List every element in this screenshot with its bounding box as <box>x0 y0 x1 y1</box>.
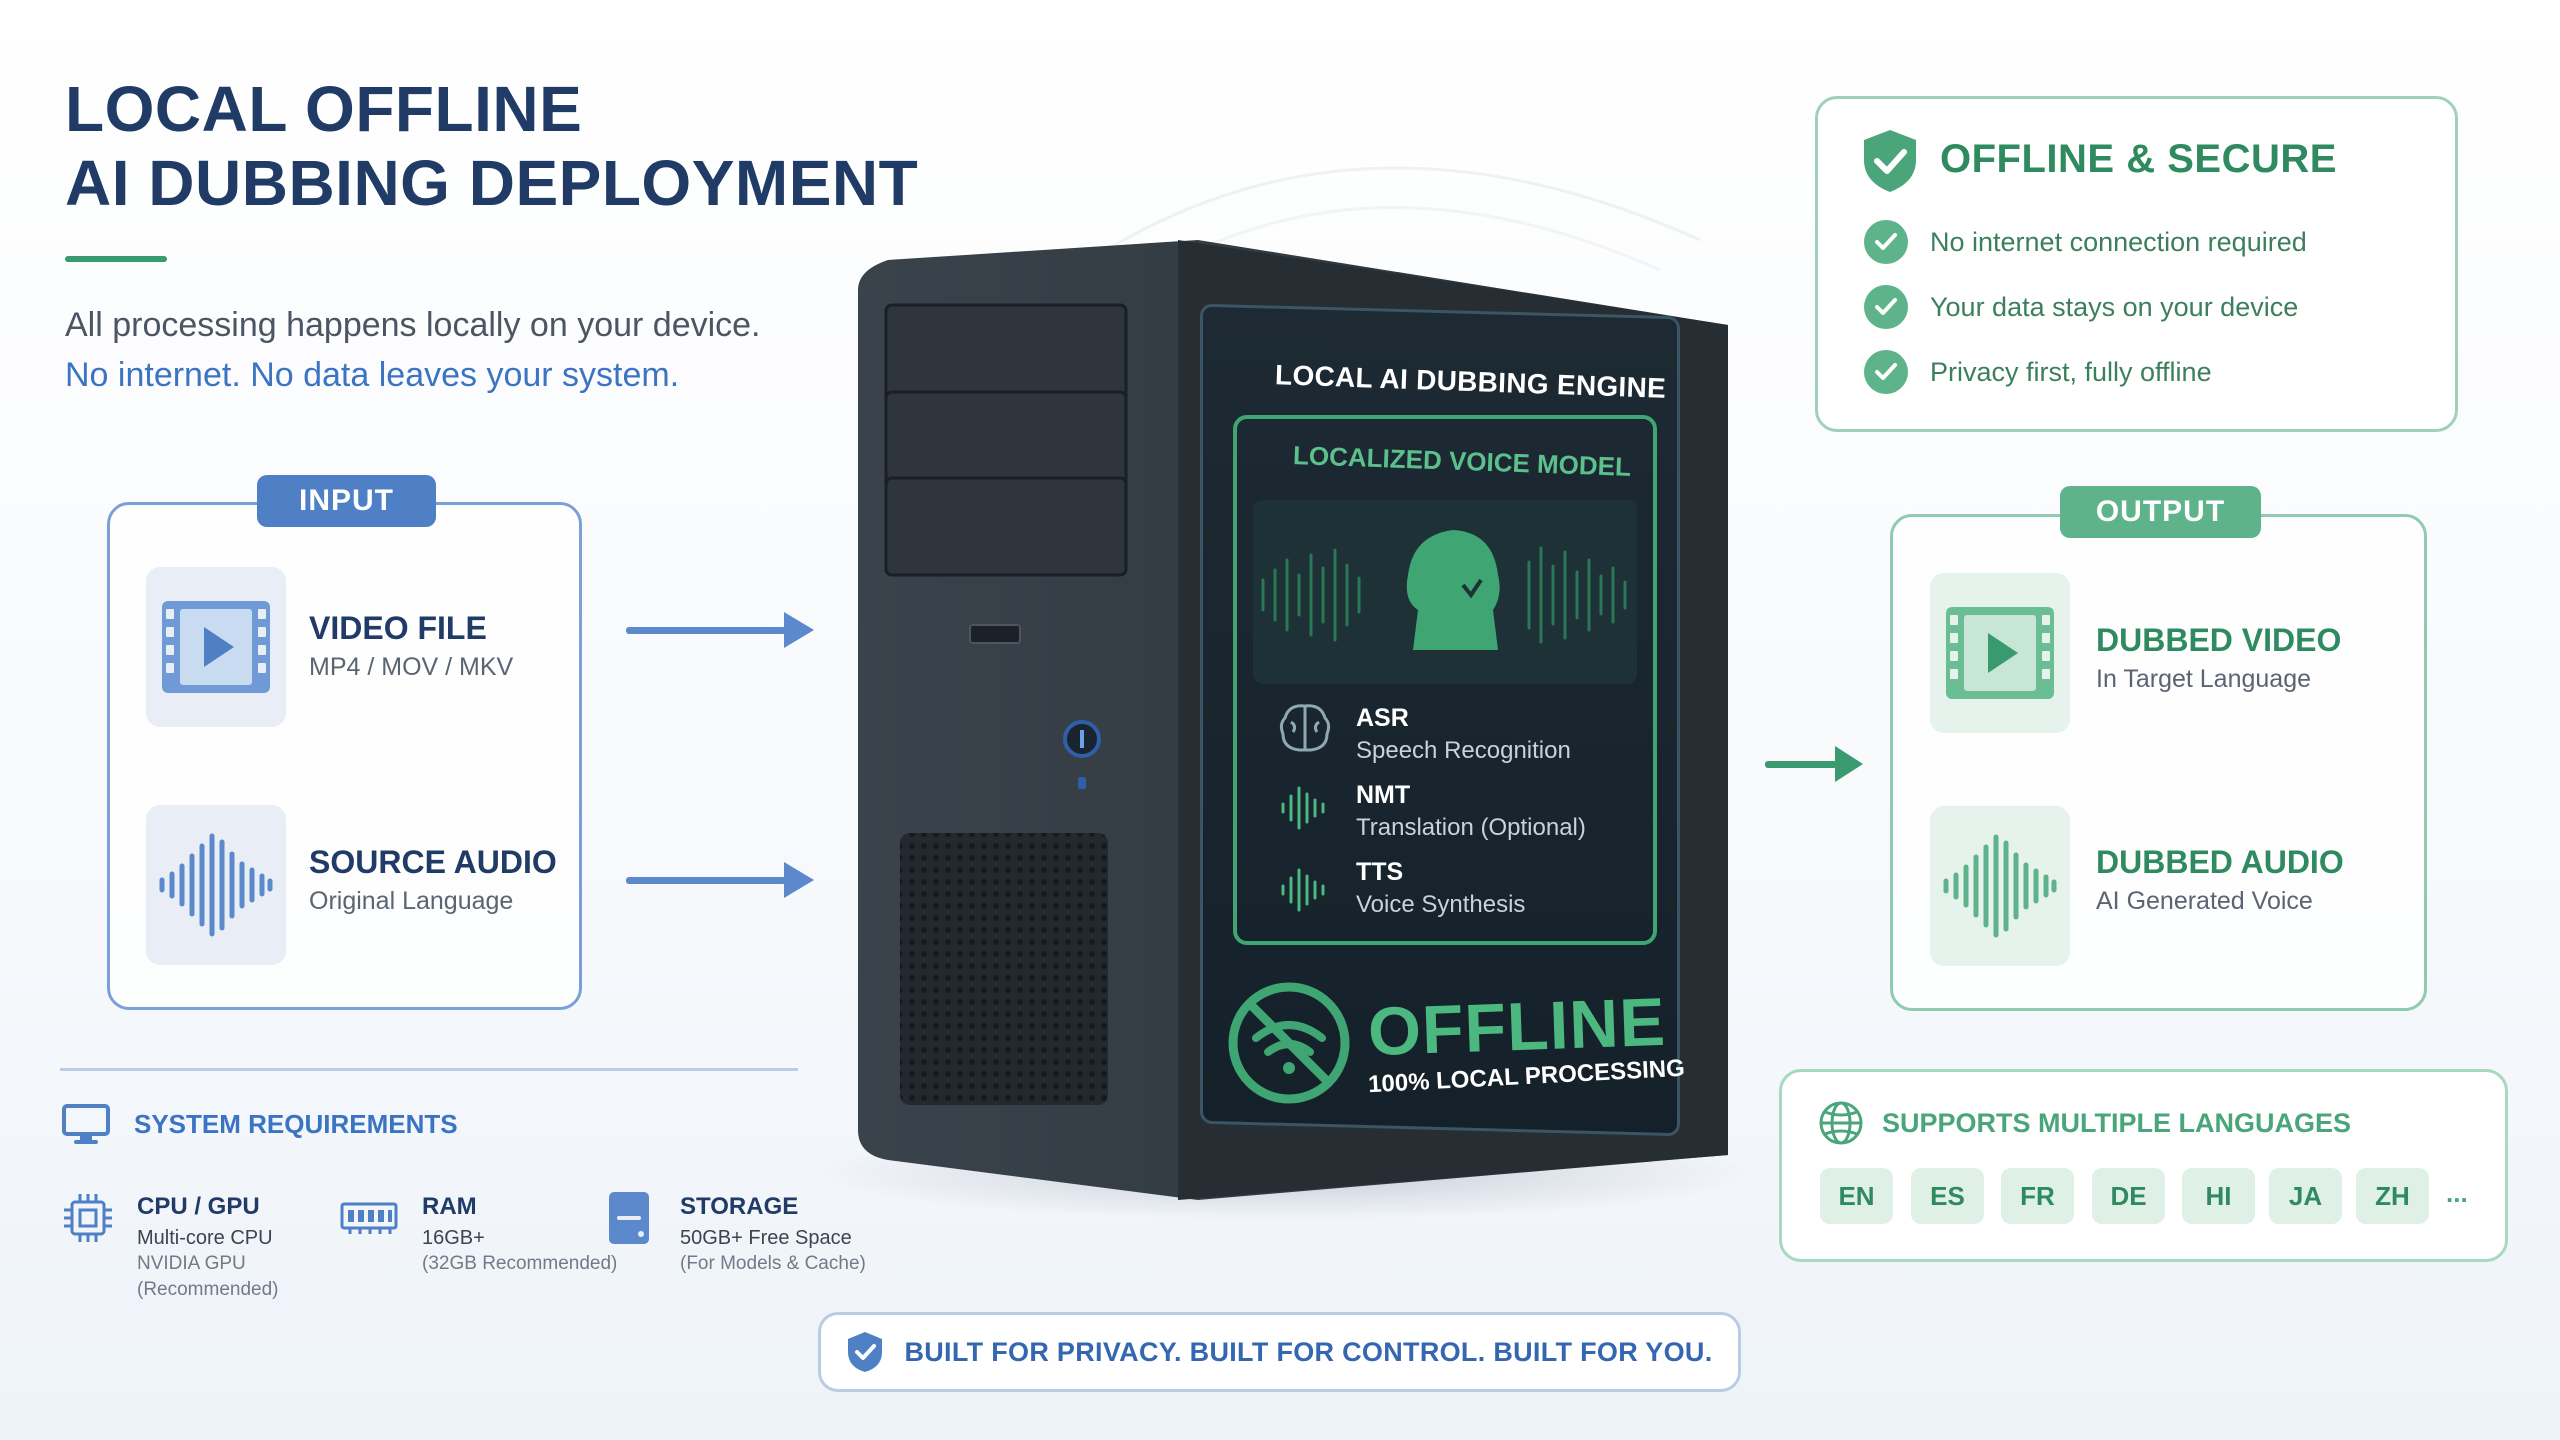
privacy-banner: BUILT FOR PRIVACY. BUILT FOR CONTROL. BU… <box>818 1312 1741 1392</box>
source-audio-sub: Original Language <box>309 887 514 915</box>
nmt-sub: Translation (Optional) <box>1356 814 1586 841</box>
brain-icon <box>1277 700 1333 761</box>
tts-title: TTS <box>1356 858 1404 886</box>
dubbed-video-title: DUBBED VIDEO <box>2096 622 2342 658</box>
title-line-2: AI DUBBING DEPLOYMENT <box>65 147 919 219</box>
req-ram: RAM 16GB+ (32GB Recommended) <box>422 1193 617 1277</box>
arrow-head-icon <box>784 612 814 648</box>
nmt-title: NMT <box>1356 781 1411 809</box>
tts-step: TTS Voice Synthesis <box>1356 858 1525 919</box>
asr-sub: Speech Recognition <box>1356 737 1571 764</box>
languages-panel <box>1779 1069 2508 1262</box>
offline-secure-title: OFFLINE & SECURE <box>1940 137 2337 181</box>
page-title: LOCAL OFFLINE AI DUBBING DEPLOYMENT <box>65 72 918 220</box>
arrow-engine-to-output <box>1765 761 1837 768</box>
arrow-audio-to-engine <box>626 877 786 884</box>
output-label: OUTPUT <box>2060 486 2261 538</box>
wave-icon <box>1277 780 1333 841</box>
asr-title: ASR <box>1356 704 1409 732</box>
shield-check-icon <box>848 1332 883 1372</box>
check-icon <box>1864 285 1908 329</box>
nmt-step: NMT Translation (Optional) <box>1356 781 1586 842</box>
secure-item-text: No internet connection required <box>1930 226 2307 257</box>
req-ram-line1: 16GB+ <box>422 1227 485 1249</box>
req-storage-title: STORAGE <box>680 1193 799 1220</box>
languages-title: SUPPORTS MULTIPLE LANGUAGES <box>1882 1108 2352 1138</box>
shield-check-icon <box>1862 128 1918 199</box>
subtitle-line-2: No internet. No data leaves your system. <box>65 356 680 394</box>
secure-item-text: Privacy first, fully offline <box>1930 356 2212 387</box>
audio-wave-icon <box>146 805 286 965</box>
cpu-icon <box>60 1190 116 1251</box>
storage-icon <box>607 1190 651 1251</box>
video-file-text: VIDEO FILE MP4 / MOV / MKV <box>309 610 513 682</box>
language-chip: JA <box>2269 1168 2342 1224</box>
ram-icon <box>340 1198 398 1243</box>
more-languages: ... <box>2446 1178 2468 1208</box>
globe-icon <box>1818 1100 1864 1151</box>
req-cpu-title: CPU / GPU <box>137 1193 260 1220</box>
language-chip: DE <box>2092 1168 2165 1224</box>
language-chip: ES <box>1911 1168 1984 1224</box>
requirements-title: SYSTEM REQUIREMENTS <box>134 1109 458 1139</box>
req-cpu-line3: (Recommended) <box>137 1279 279 1300</box>
arrow-head-icon <box>784 862 814 898</box>
voice-model-visual <box>1253 500 1637 684</box>
asr-step: ASR Speech Recognition <box>1356 704 1571 765</box>
dubbed-video-text: DUBBED VIDEO In Target Language <box>2096 622 2341 694</box>
language-chip: FR <box>2001 1168 2074 1224</box>
audio-wave-icon <box>1930 806 2070 966</box>
secure-item: Privacy first, fully offline <box>1864 350 2212 394</box>
offline-secure-panel <box>1815 96 2458 432</box>
dubbed-video-sub: In Target Language <box>2096 665 2312 693</box>
title-line-1: LOCAL OFFLINE <box>65 73 583 145</box>
no-wifi-icon <box>1226 980 1352 1111</box>
check-icon <box>1864 220 1908 264</box>
subtitle-line-1: All processing happens locally on your d… <box>65 306 761 344</box>
video-file-title: VIDEO FILE <box>309 610 487 646</box>
source-audio-title: SOURCE AUDIO <box>309 844 557 880</box>
source-audio-text: SOURCE AUDIO Original Language <box>309 844 557 916</box>
monitor-icon <box>62 1104 110 1151</box>
language-chip: EN <box>1820 1168 1893 1224</box>
input-label: INPUT <box>257 475 436 527</box>
secure-item: No internet connection required <box>1864 220 2307 264</box>
requirements-divider <box>60 1068 798 1071</box>
video-file-formats: MP4 / MOV / MKV <box>309 653 514 681</box>
req-ram-title: RAM <box>422 1193 477 1220</box>
language-chip: ZH <box>2356 1168 2429 1224</box>
req-storage-line1: 50GB+ Free Space <box>680 1227 852 1249</box>
language-chip: HI <box>2182 1168 2255 1224</box>
video-file-icon <box>1930 573 2070 733</box>
privacy-banner-text: BUILT FOR PRIVACY. BUILT FOR CONTROL. BU… <box>904 1336 1713 1367</box>
tts-sub: Voice Synthesis <box>1356 891 1526 918</box>
req-cpu-gpu: CPU / GPU Multi-core CPU NVIDIA GPU (Rec… <box>137 1193 279 1303</box>
req-storage-line2: (For Models & Cache) <box>680 1253 866 1274</box>
secure-item: Your data stays on your device <box>1864 285 2298 329</box>
voice-model-box <box>1233 415 1657 945</box>
req-storage: STORAGE 50GB+ Free Space (For Models & C… <box>680 1193 866 1277</box>
check-icon <box>1864 350 1908 394</box>
title-divider <box>65 256 167 262</box>
dubbed-audio-sub: AI Generated Voice <box>2096 887 2313 915</box>
arrow-video-to-engine <box>626 627 786 634</box>
video-file-icon <box>146 567 286 727</box>
arrow-head-icon <box>1835 746 1863 782</box>
dubbed-audio-title: DUBBED AUDIO <box>2096 844 2344 880</box>
wave-icon <box>1277 862 1333 923</box>
req-cpu-line2: NVIDIA GPU <box>137 1253 246 1274</box>
req-cpu-line1: Multi-core CPU <box>137 1227 273 1249</box>
req-ram-line2: (32GB Recommended) <box>422 1253 618 1274</box>
dubbed-audio-text: DUBBED AUDIO AI Generated Voice <box>2096 844 2344 916</box>
secure-item-text: Your data stays on your device <box>1930 291 2299 322</box>
